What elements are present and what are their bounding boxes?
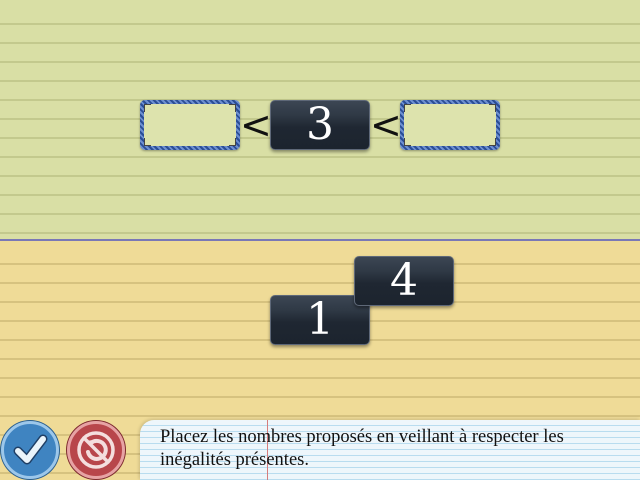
slot-corner-mark — [489, 138, 496, 146]
reset-button[interactable] — [67, 421, 125, 479]
draggable-number-tile-4[interactable]: 4 — [354, 256, 454, 306]
draggable-number-tile-1[interactable]: 1 — [270, 295, 370, 345]
less-than-symbol-1: < — [240, 103, 272, 147]
slot-corner-mark — [144, 104, 151, 112]
slot-corner-mark — [489, 104, 496, 112]
slot-corner-mark — [404, 104, 411, 112]
notebook-margin-line — [267, 420, 268, 480]
instruction-text: Placez les nombres proposés en veillant … — [160, 427, 564, 470]
area-divider — [0, 239, 640, 241]
reset-icon — [77, 431, 115, 469]
drop-slot-right-inner — [404, 104, 496, 146]
validate-button[interactable] — [1, 421, 59, 479]
slot-corner-mark — [229, 104, 236, 112]
slot-corner-mark — [229, 138, 236, 146]
slot-corner-mark — [404, 138, 411, 146]
inequality-area: < 3 < — [0, 0, 640, 240]
drop-slot-left-inner — [144, 104, 236, 146]
instruction-panel: Placez les nombres proposés en veillant … — [140, 420, 640, 480]
fixed-number-tile: 3 — [270, 100, 370, 150]
drop-slot-left[interactable] — [140, 100, 240, 150]
drop-slot-right[interactable] — [400, 100, 500, 150]
checkmark-icon — [13, 434, 48, 465]
less-than-symbol-2: < — [370, 103, 402, 147]
slot-corner-mark — [144, 138, 151, 146]
